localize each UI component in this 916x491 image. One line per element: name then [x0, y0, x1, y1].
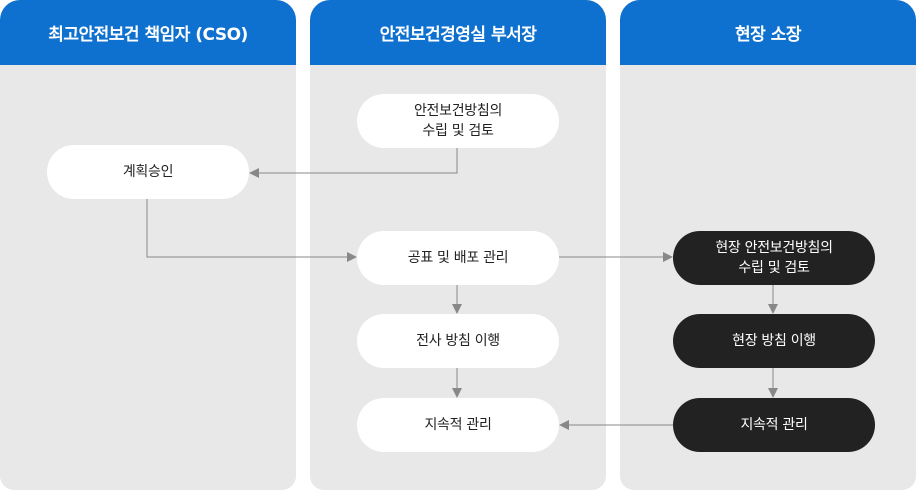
- node-continuous-manage: 지속적 관리: [357, 398, 559, 452]
- node-announce-distribute: 공표 및 배포 관리: [357, 231, 559, 285]
- node-site-policy-execute: 현장 방침 이행: [673, 314, 875, 368]
- lane-header-cso: 최고안전보건 책임자 (CSO): [0, 0, 296, 65]
- lane-header-dept-head: 안전보건경영실 부서장: [310, 0, 606, 65]
- arrow-establish-to-approve: [249, 148, 458, 178]
- node-plan-approval: 계획승인: [47, 145, 249, 199]
- node-site-continuous-manage: 지속적 관리: [673, 398, 875, 452]
- node-policy-establish: 안전보건방침의 수립 및 검토: [357, 94, 559, 148]
- lane-header-site-manager: 현장 소장: [620, 0, 916, 65]
- node-site-policy-establish: 현장 안전보건방침의 수립 및 검토: [673, 231, 875, 285]
- lane-cso: 최고안전보건 책임자 (CSO): [0, 0, 296, 490]
- arrow-approve-to-announce: [146, 199, 357, 262]
- node-company-policy-execute: 전사 방침 이행: [357, 314, 559, 368]
